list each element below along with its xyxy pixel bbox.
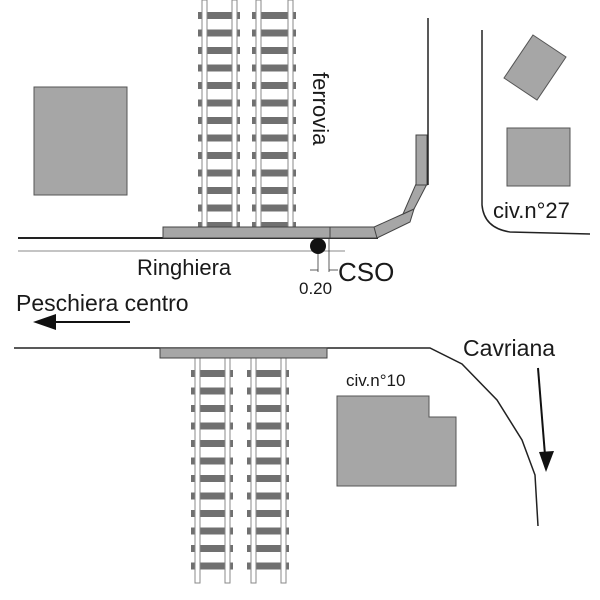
civ27-block-curb: [481, 30, 591, 235]
track-sleeper: [247, 440, 289, 447]
track-sleeper: [247, 527, 289, 535]
peschiera-arrow-head: [33, 314, 56, 330]
building-civ27: [506, 127, 571, 187]
track-sleeper: [198, 187, 240, 194]
track-rail: [255, 0, 262, 228]
track-sleeper: [247, 475, 289, 482]
upper-railway-tracks: [198, 0, 296, 229]
track-sleeper: [252, 47, 296, 54]
track-sleeper: [252, 134, 296, 142]
track-sleeper: [247, 387, 289, 395]
track-sleeper: [247, 510, 289, 517]
track-sleeper: [252, 169, 296, 177]
cavriana-arrow-shaft: [537, 367, 546, 456]
upper-parapet: [162, 226, 331, 239]
track-sleeper: [247, 422, 289, 430]
track-sleeper: [198, 99, 240, 107]
track-rail: [280, 357, 287, 584]
track-sleeper: [198, 222, 240, 229]
track-sleeper: [252, 187, 296, 194]
track-sleeper: [191, 492, 233, 500]
cso-marker: [310, 238, 326, 254]
track-sleeper: [191, 457, 233, 465]
lower-parapet: [159, 347, 328, 359]
track-sleeper: [247, 562, 289, 570]
track-rail: [194, 357, 201, 584]
track-sleeper: [252, 82, 296, 89]
track-sleeper: [252, 12, 296, 19]
track-sleeper: [191, 527, 233, 535]
track-sleeper: [247, 405, 289, 412]
building-civ10: [336, 395, 457, 487]
track-sleeper: [252, 99, 296, 107]
track-sleeper: [252, 204, 296, 212]
parapet-vertical: [415, 134, 428, 186]
track-sleeper: [191, 405, 233, 412]
track-sleeper: [198, 152, 240, 159]
label-dimension: 0.20: [299, 279, 332, 298]
track-sleeper: [252, 64, 296, 72]
track-sleeper: [191, 545, 233, 552]
track-sleeper: [247, 370, 289, 377]
label-cso: CSO: [338, 257, 394, 287]
track-sleeper: [191, 562, 233, 570]
track-rail: [224, 357, 231, 584]
track-sleeper: [191, 475, 233, 482]
lower-road-edge: [14, 347, 539, 527]
track-sleeper: [198, 204, 240, 212]
label-civ10: civ.n°10: [346, 371, 405, 390]
label-peschiera-centro: Peschiera centro: [16, 290, 189, 316]
track-rail: [250, 357, 257, 584]
building-northeast-rotated: [503, 34, 567, 101]
track-sleeper: [198, 12, 240, 19]
label-civ27: civ.n°27: [493, 198, 570, 223]
parapet-curve-segment-1: [373, 208, 415, 239]
track-rail: [287, 0, 294, 228]
cavriana-arrow-head: [539, 451, 554, 472]
track-sleeper: [191, 387, 233, 395]
track-sleeper: [191, 370, 233, 377]
track-sleeper: [247, 492, 289, 500]
track-rail: [231, 0, 238, 228]
parapet-curve-segment-2: [402, 183, 428, 215]
parapet-extension: [329, 226, 378, 239]
track-sleeper: [247, 457, 289, 465]
label-ringhiera: Ringhiera: [137, 255, 232, 280]
track-rail: [201, 0, 208, 228]
building-west: [33, 86, 128, 196]
lower-railway-tracks: [191, 357, 289, 584]
track-sleeper: [198, 47, 240, 54]
track-sleeper: [252, 29, 296, 37]
track-sleeper: [191, 510, 233, 517]
track-sleeper: [252, 117, 296, 124]
track-sleeper: [198, 29, 240, 37]
track-sleeper: [252, 222, 296, 229]
track-sleeper: [247, 545, 289, 552]
track-sleeper: [198, 117, 240, 124]
track-sleeper: [198, 169, 240, 177]
track-sleeper: [252, 152, 296, 159]
track-sleeper: [198, 82, 240, 89]
track-sleeper: [191, 440, 233, 447]
label-ferrovia: ferrovia: [308, 72, 333, 146]
track-sleeper: [191, 422, 233, 430]
label-cavriana: Cavriana: [463, 335, 555, 361]
track-sleeper: [198, 64, 240, 72]
track-sleeper: [198, 134, 240, 142]
